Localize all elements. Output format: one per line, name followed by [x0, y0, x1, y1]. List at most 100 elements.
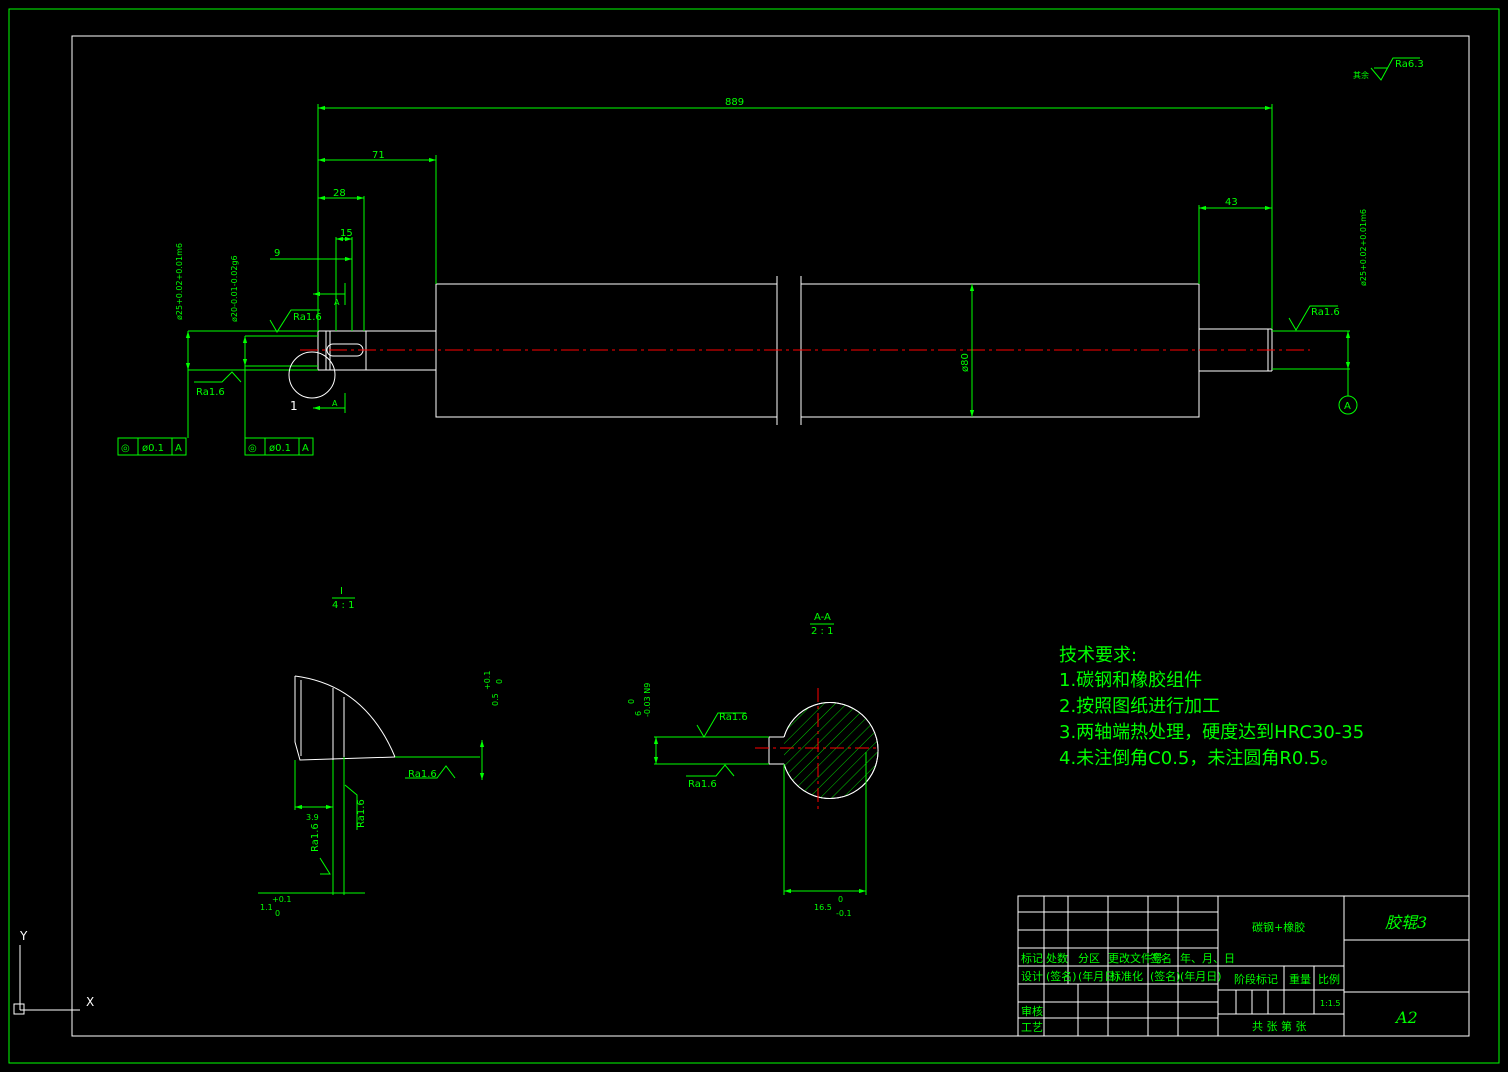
drawing-border: [71, 35, 1470, 1037]
svg-text:更改文件号: 更改文件号: [1108, 951, 1163, 965]
tech-requirements-title: 技术要求:: [1059, 645, 1137, 666]
detail-view-i: 3.9 1.1 +0.1 0 0.5 +0.1 0 Ra1.6 Ra1.6 Ra…: [258, 671, 504, 918]
svg-text:A: A: [332, 399, 338, 408]
svg-text:共 张 第 张: 共 张 第 张: [1252, 1019, 1307, 1033]
section-view-label: A-A 2 : 1: [810, 612, 834, 637]
svg-text:1: 1: [290, 399, 298, 413]
svg-text:重量: 重量: [1289, 972, 1311, 986]
svg-text:(年月日): (年月日): [1078, 969, 1120, 983]
svg-text:标记: 标记: [1021, 951, 1043, 965]
svg-text:43: 43: [1225, 197, 1238, 208]
outer-border: [8, 8, 1500, 1064]
svg-text:Ra1.6: Ra1.6: [196, 387, 225, 398]
svg-text:I: I: [340, 586, 343, 597]
svg-text:标准化: 标准化: [1110, 969, 1143, 983]
tech-requirement-3: 3.两轴端热处理，硬度达到HRC30-35: [1059, 722, 1364, 743]
dimension-dia80: ø80: [960, 284, 975, 417]
part-name: 胶辊3: [1385, 913, 1427, 932]
roughness-rest-label: 其余: [1353, 70, 1369, 80]
svg-text:分区: 分区: [1078, 952, 1100, 965]
ucs-icon: X Y: [13, 929, 94, 1015]
svg-text:71: 71: [372, 150, 385, 161]
dimension-dia25-right: ø25+0.02+0.01m6: [1272, 209, 1368, 370]
svg-text:A: A: [1344, 401, 1351, 412]
section-view-a-a: 6 0 -0.03 N9 16.5 0 -0.1 Ra1.6 Ra1.6: [627, 683, 879, 918]
section-mark-a-top: A: [313, 283, 346, 307]
svg-text:28: 28: [333, 188, 346, 199]
svg-text:Y: Y: [19, 929, 28, 943]
roughness-rest-value: Ra6.3: [1395, 59, 1424, 70]
svg-text:处数: 处数: [1046, 952, 1068, 965]
svg-text:889: 889: [725, 97, 744, 108]
svg-text:ø25+0.02+0.01m6: ø25+0.02+0.01m6: [1359, 209, 1368, 286]
svg-text:审核: 审核: [1021, 1004, 1043, 1018]
roughness-symbol-left-top: Ra1.6: [269, 309, 322, 333]
svg-text:ø20-0.01-0.02g6: ø20-0.01-0.02g6: [230, 255, 239, 322]
svg-text:+0.1: +0.1: [483, 671, 492, 690]
section-mark-a-bottom: A: [313, 393, 346, 413]
svg-text:0.5: 0.5: [491, 693, 500, 706]
dimension-889: 889: [318, 97, 1272, 111]
detail-circle-i: 1: [288, 351, 336, 413]
dimension-9: 9: [270, 248, 352, 262]
svg-text:Ra1.6: Ra1.6: [719, 712, 748, 723]
svg-text:+0.1: +0.1: [272, 895, 291, 904]
svg-text:Ra1.6: Ra1.6: [310, 823, 321, 852]
svg-text:A: A: [302, 443, 309, 454]
svg-text:0: 0: [495, 679, 504, 684]
scale-value: 1:1.5: [1320, 999, 1341, 1008]
svg-text:Ra1.6: Ra1.6: [356, 799, 367, 828]
extension-lines: [317, 104, 1273, 331]
datum-a-marker: A: [1338, 369, 1358, 415]
material-text: 碳钢+橡胶: [1252, 920, 1305, 934]
svg-text:签名: 签名: [1150, 951, 1172, 965]
tech-requirement-4: 4.未注倒角C0.5，未注圆角R0.5。: [1059, 748, 1339, 769]
svg-text:ø0.1: ø0.1: [269, 443, 291, 454]
svg-text:-0.1: -0.1: [836, 909, 852, 918]
title-block: 碳钢+橡胶 胶辊3 A2 1:1.5 标记 处数 分区 更改文件号 签名 年、月…: [1017, 895, 1470, 1037]
dimension-15: 15: [336, 228, 353, 242]
roughness-symbol-right: Ra1.6: [1288, 305, 1340, 331]
svg-text:-0.03 N9: -0.03 N9: [643, 683, 652, 717]
svg-text:工艺: 工艺: [1021, 1021, 1043, 1034]
dimension-28: 28: [318, 188, 364, 201]
svg-text:阶段标记: 阶段标记: [1234, 972, 1278, 986]
svg-text:年、月、日: 年、月、日: [1180, 951, 1235, 965]
svg-text:Ra1.6: Ra1.6: [1311, 307, 1340, 318]
svg-text:1.1: 1.1: [260, 903, 273, 912]
dimension-43: 43: [1199, 197, 1272, 211]
dimension-71: 71: [318, 150, 436, 163]
svg-text:6: 6: [634, 711, 643, 716]
tech-requirements: 技术要求: 1.碳钢和橡胶组件 2.按照图纸进行加工 3.两轴端热处理，硬度达到…: [1059, 645, 1364, 769]
svg-text:◎: ◎: [121, 443, 130, 454]
svg-text:4 : 1: 4 : 1: [332, 600, 354, 611]
dimension-dia25-left: ø25+0.02+0.01m6: [175, 243, 318, 371]
svg-text:16.5: 16.5: [814, 903, 832, 912]
roughness-rest-symbol: 其余 Ra6.3: [1353, 57, 1424, 81]
svg-text:比例: 比例: [1318, 972, 1340, 986]
svg-text:0: 0: [627, 699, 636, 704]
svg-text:A: A: [334, 298, 340, 307]
sheet-size: A2: [1394, 1008, 1418, 1027]
svg-text:设计: 设计: [1021, 970, 1043, 983]
tech-requirement-1: 1.碳钢和橡胶组件: [1059, 670, 1202, 691]
svg-text:Ra1.6: Ra1.6: [688, 779, 717, 790]
dimension-dia20: ø20-0.01-0.02g6: [230, 255, 318, 367]
svg-text:(年月日): (年月日): [1180, 969, 1222, 983]
svg-text:A: A: [175, 443, 182, 454]
svg-text:9: 9: [274, 248, 280, 259]
svg-text:0: 0: [275, 909, 280, 918]
tolerance-frame-right: ◎ ø0.1 A: [244, 366, 314, 456]
svg-text:0: 0: [838, 895, 843, 904]
shaft-main-view: [300, 276, 1310, 425]
tolerance-frame-left: ◎ ø0.1 A: [117, 370, 189, 456]
svg-text:(签名): (签名): [1046, 969, 1077, 983]
detail-view-i-label: I 4 : 1: [332, 586, 355, 611]
svg-text:2 : 1: 2 : 1: [811, 626, 833, 637]
roughness-symbol-left-bottom: Ra1.6: [194, 371, 242, 398]
svg-text:3.9: 3.9: [306, 813, 319, 822]
svg-text:ø0.1: ø0.1: [142, 443, 164, 454]
svg-text:X: X: [86, 995, 94, 1009]
svg-text:Ra1.6: Ra1.6: [408, 769, 437, 780]
